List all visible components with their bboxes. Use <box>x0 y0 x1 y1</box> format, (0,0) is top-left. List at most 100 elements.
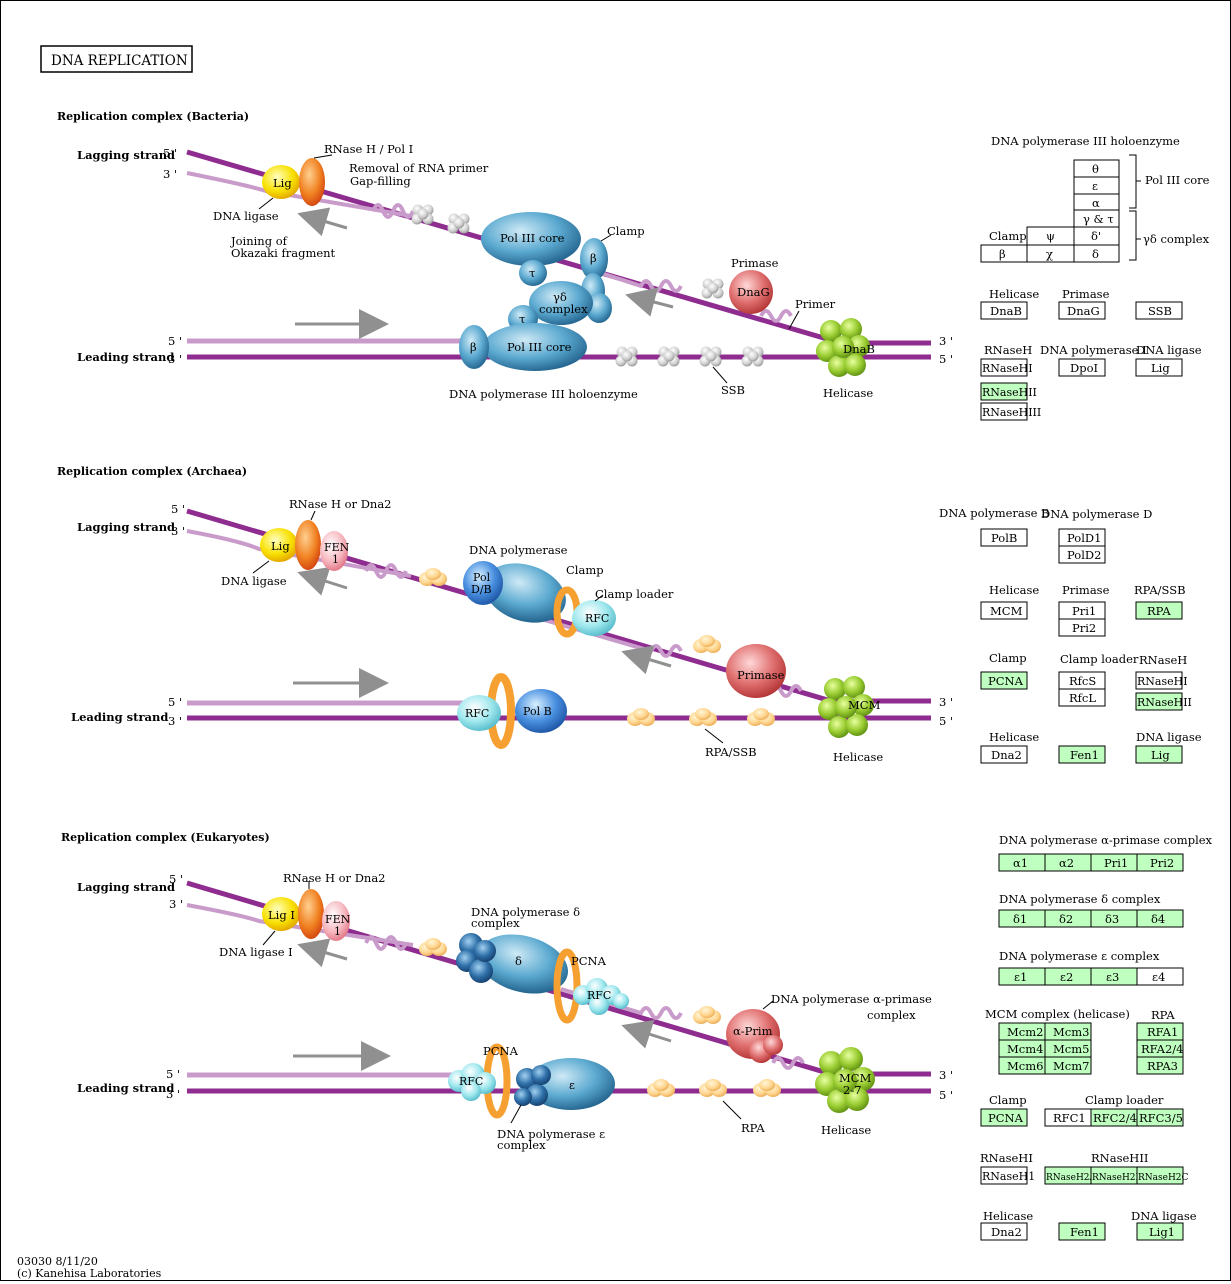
leg-e-clamp-title: Clamp <box>989 1093 1027 1107</box>
archaea-pol-label1: Pol <box>473 571 491 584</box>
leg-b-ssb-box[interactable] <box>1135 301 1183 320</box>
bacteria-rna-primer-wave <box>371 203 415 219</box>
bacteria-ssb-label: SSB <box>721 383 745 397</box>
archaea-clamp-label: Clamp <box>566 563 604 577</box>
leg-e-aprim-title: DNA polymerase α-primase complex <box>999 833 1213 847</box>
leg-a-pri1: Pri1 <box>1072 604 1096 618</box>
leg-e-mcm7-box[interactable] <box>1044 1056 1092 1075</box>
leg-a-lig-box[interactable] <box>1135 745 1183 764</box>
eukaryotes-pole-subunits <box>514 1065 551 1106</box>
eukaryotes-dna-ligase-label: DNA ligase I <box>219 945 293 959</box>
bacteria-new-okazaki <box>600 271 683 293</box>
leg-b-rh3-box[interactable] <box>980 402 1028 421</box>
leg-e-rfc35-box[interactable] <box>1136 1108 1184 1127</box>
leg-a-rpa-box[interactable] <box>1135 601 1183 620</box>
leg-a-cl-title: Clamp loader <box>1060 652 1139 666</box>
leg-e-pcna-box[interactable] <box>980 1108 1028 1127</box>
leg-e-e4-box[interactable] <box>1136 967 1184 986</box>
leg-a-mcm-box[interactable] <box>980 601 1028 620</box>
leg-e-lig1-box[interactable] <box>1136 1222 1184 1241</box>
leg-e-rh1-box[interactable] <box>980 1166 1028 1185</box>
leg-e-rfa1: RFA1 <box>1147 1025 1178 1039</box>
leg-b-rnaseh-title: RNaseH <box>984 343 1032 357</box>
eukaryotes-pold-label1: DNA polymerase δ <box>471 905 580 919</box>
eukaryotes-primer-wave <box>771 1056 805 1070</box>
archaea-lag-3prime: 3 ' <box>171 524 185 538</box>
bacteria-lagging-label: Lagging strand <box>77 148 175 162</box>
eukaryotes-leading-label: Leading strand <box>77 1081 174 1095</box>
leg-a-ligase-title: DNA ligase <box>1136 730 1202 744</box>
leg-e-dna2-box[interactable] <box>980 1222 1028 1241</box>
leg-a-fen1-box[interactable] <box>1058 745 1106 764</box>
bacteria-ssb-7 <box>701 278 724 299</box>
leg-e-d4-box[interactable] <box>1136 909 1184 928</box>
archaea-ssb-1 <box>419 568 447 586</box>
eukaryotes-lead-rfc-label: RFC <box>459 1075 483 1088</box>
leg-a-pri2: Pri2 <box>1072 621 1096 635</box>
eukaryotes-pcna-label: PCNA <box>571 954 607 968</box>
leg-e-h2b: RNaseH2B <box>1092 1173 1143 1183</box>
eukaryotes-rnaseh-label: RNase H or Dna2 <box>283 871 386 885</box>
bacteria-dnab-protein <box>816 318 870 377</box>
leg-b-primase-title: Primase <box>1062 287 1110 301</box>
leg-a-pri2-box[interactable] <box>1058 618 1106 637</box>
leg-a-pcna-box[interactable] <box>980 671 1028 690</box>
leg-b-dpo1-box[interactable] <box>1058 358 1106 377</box>
leg-e-e4: ε4 <box>1152 970 1165 984</box>
leg-b-dnab-box[interactable] <box>980 301 1028 320</box>
archaea-rfc-protein <box>572 600 616 636</box>
leg-e-pri2-box[interactable] <box>1136 853 1184 872</box>
bacteria-lag-5prime: 5 ' <box>163 146 177 160</box>
leg-b-lig-box[interactable] <box>1135 358 1183 377</box>
eukaryotes-epsilon-label: ε <box>569 1078 575 1092</box>
bacteria-joining-label: Joining of <box>230 234 288 248</box>
leg-e-rpa3-box[interactable] <box>1136 1056 1184 1075</box>
leg-a-rh2: RNaseHII <box>1137 696 1192 709</box>
leg-b-helicase-title: Helicase <box>989 287 1039 301</box>
eukaryotes-rfc-protein <box>573 978 629 1015</box>
archaea-lead-3prime: 3 ' <box>168 714 182 728</box>
leg-a-primase-title: Primase <box>1062 583 1110 597</box>
leg-b-dnab: DnaB <box>990 304 1022 318</box>
leg-a-pold-title: DNA polymerase D <box>1041 507 1152 521</box>
eukaryotes-lag-5prime: 5 ' <box>169 872 183 886</box>
legend-eukaryotes: DNA polymerase α-primase complex α1 α2 P… <box>980 833 1213 1241</box>
leg-e-d3: δ3 <box>1105 912 1119 926</box>
leg-e-rfc35: RFC3/5 <box>1139 1111 1183 1125</box>
bacteria-lead-3prime-right: 3 ' <box>939 334 953 348</box>
archaea-clamp-loader-label: Clamp loader <box>595 587 674 601</box>
bacteria-ssb-6 <box>741 346 764 367</box>
leg-e-h2c-box[interactable] <box>1136 1166 1184 1185</box>
archaea-rpa-leader <box>704 728 724 744</box>
leg-b-clamp: Clamp <box>989 229 1027 243</box>
archaea-ssb-3 <box>627 708 655 726</box>
eukaryotes-pcna-ring <box>553 948 581 1024</box>
archaea-lead-rfc <box>457 695 501 731</box>
eukaryotes-lag-3prime: 3 ' <box>169 897 183 911</box>
leg-e-d4: δ4 <box>1151 912 1165 926</box>
leg-a-rfcl-box[interactable] <box>1058 688 1106 707</box>
bacteria-gd-complex <box>529 281 593 325</box>
leg-a-pold2-box[interactable] <box>1058 545 1106 564</box>
leg-a-rh2-box[interactable] <box>1135 692 1183 711</box>
leg-b-rh2-box[interactable] <box>980 382 1028 401</box>
archaea-lead-rfc-label: RFC <box>465 707 489 720</box>
leg-b-pol1-title: DNA polymerase I <box>1040 343 1147 357</box>
leg-a-polb-box[interactable] <box>980 528 1028 547</box>
leg-e-mcm5: Mcm5 <box>1053 1042 1089 1056</box>
eukaryotes-aprim-title1: DNA polymerase α-primase <box>771 992 932 1006</box>
bacteria-dnab-label: DnaB <box>843 342 875 356</box>
archaea-pol-label2: D/B <box>471 583 492 596</box>
bacteria-dna-ligase-label: DNA ligase <box>213 209 279 223</box>
leg-b-delta-box[interactable] <box>1073 244 1120 263</box>
bacteria-lead-3prime: 3 ' <box>168 352 182 366</box>
leg-a-pold2: PolD2 <box>1067 548 1101 562</box>
leg-a-dna2-box[interactable] <box>980 745 1028 764</box>
leg-b-rh2: RNaseHII <box>982 386 1037 399</box>
page-title: DNA REPLICATION <box>51 53 188 69</box>
leg-e-fen1-box[interactable] <box>1058 1222 1106 1241</box>
leg-a-rh1-box[interactable] <box>1135 671 1183 690</box>
leg-a-rh1: RNaseHI <box>1137 675 1188 688</box>
leg-b-rh1-box[interactable] <box>980 358 1028 377</box>
leg-b-dnag-box[interactable] <box>1058 301 1106 320</box>
